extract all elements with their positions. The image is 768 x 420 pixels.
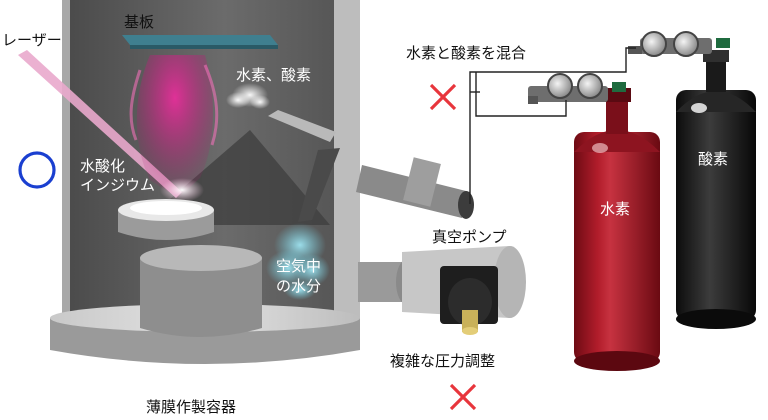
h2-o2-label: 水素、酸素	[236, 66, 312, 84]
inner-arm	[268, 110, 336, 142]
moisture-label-1: 空気中	[276, 257, 322, 275]
oxygen-regulator	[628, 31, 730, 57]
bad-cross-mark-gas	[429, 83, 457, 111]
chamber-label: 薄膜作製容器	[146, 398, 237, 416]
chamber-wall-right	[334, 0, 360, 345]
laser-beam	[18, 50, 182, 198]
moisture-cloud	[266, 223, 330, 300]
vacuum-pump-label: 真空ポンプ	[432, 228, 507, 246]
gas-cloud-h2-o2	[226, 83, 270, 109]
gas-lines	[469, 47, 636, 204]
substrate-edge	[130, 45, 278, 49]
inner-arm-lower	[298, 148, 340, 222]
chamber-wall-left	[62, 0, 70, 345]
hydrogen-label: 水素	[600, 200, 631, 218]
moisture-label-2: の水分	[276, 277, 322, 295]
pressure-control-label: 複雑な圧力調整	[390, 352, 496, 370]
inner-pedestal	[140, 245, 262, 337]
hydrogen-regulator	[528, 73, 626, 104]
side-port	[356, 157, 474, 219]
laser-label: レーザー	[2, 31, 62, 49]
vacuum-pump	[358, 246, 526, 335]
substrate-plate	[122, 35, 278, 45]
hydrogen-cylinder	[574, 88, 660, 371]
indium-hydroxide-label-2: インジウム	[80, 176, 156, 194]
bad-cross-mark-pressure	[449, 383, 477, 411]
indium-hydroxide-label-1: 水酸化	[80, 157, 126, 175]
oxygen-label: 酸素	[698, 150, 729, 168]
plasma-plume	[129, 55, 219, 202]
gas-mixing-label: 水素と酸素を混合	[406, 44, 527, 62]
substrate-label: 基板	[124, 13, 155, 31]
target-holder	[118, 199, 214, 240]
oxygen-cylinder	[676, 50, 756, 329]
good-circle-mark	[18, 151, 56, 189]
